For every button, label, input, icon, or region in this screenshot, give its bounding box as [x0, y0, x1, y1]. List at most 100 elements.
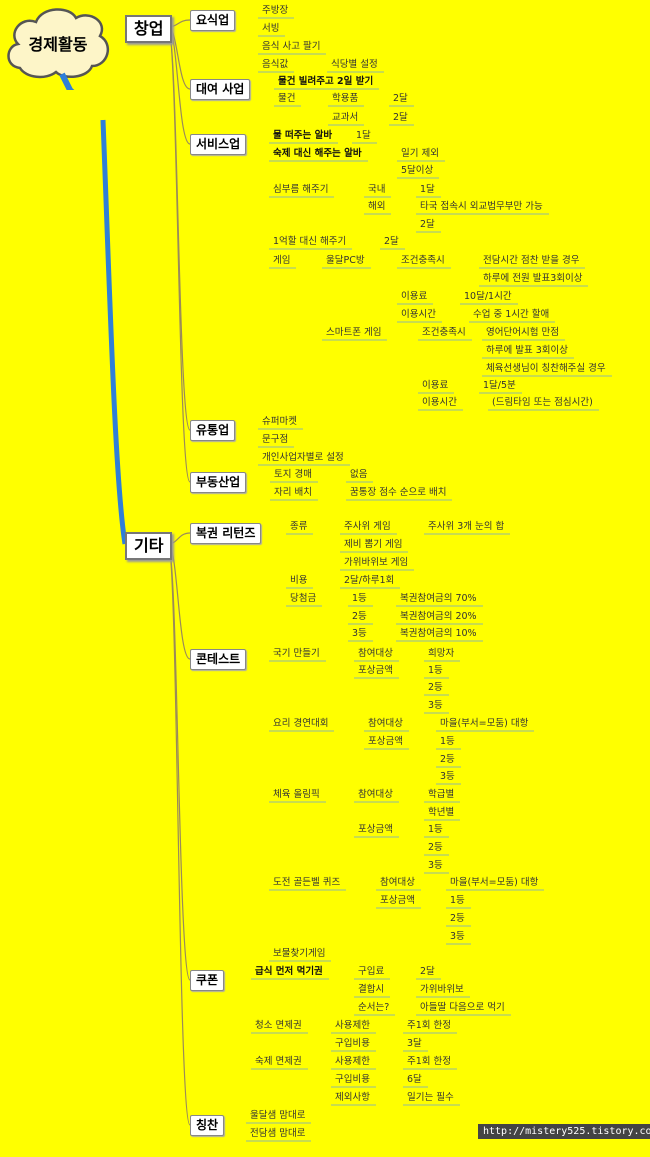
- subtopic-node[interactable]: 식당별 설정: [331, 59, 378, 70]
- subtopic-node[interactable]: 포상금액: [380, 895, 415, 906]
- subtopic-node[interactable]: 3등: [450, 931, 465, 942]
- subtopic-node[interactable]: 1달/5분: [483, 380, 516, 391]
- subtopic-node[interactable]: 울달샘 맘대로: [250, 1110, 306, 1121]
- subtopic-node[interactable]: 물건: [278, 93, 296, 104]
- subtopic-node[interactable]: 아들딸 다음으로 먹기: [420, 1002, 505, 1013]
- subtopic-node[interactable]: 희망자: [428, 648, 455, 659]
- subtopic-node[interactable]: 2등: [352, 611, 367, 622]
- subtopic-node[interactable]: 2달: [420, 219, 435, 230]
- subtopic-node[interactable]: 당첨금: [290, 593, 317, 604]
- subtopic-node[interactable]: 전담샘 맘대로: [250, 1128, 306, 1139]
- subtopic-node[interactable]: 참여대상: [358, 789, 393, 800]
- topic-node[interactable]: 복권 리턴즈: [190, 523, 262, 544]
- topic-node[interactable]: 부동산업: [190, 472, 247, 493]
- subtopic-node[interactable]: 2등: [440, 754, 455, 765]
- subtopic-node[interactable]: 하루에 전원 발표3회이상: [483, 273, 583, 284]
- subtopic-node[interactable]: 비용: [290, 575, 308, 586]
- subtopic-node[interactable]: 순서는?: [358, 1002, 390, 1013]
- subtopic-node[interactable]: 이용시간: [422, 397, 457, 408]
- subtopic-node[interactable]: 2등: [428, 682, 443, 693]
- subtopic-node[interactable]: 참여대상: [380, 877, 415, 888]
- subtopic-node[interactable]: 참여대상: [368, 718, 403, 729]
- subtopic-node[interactable]: 2달/하루1회: [344, 575, 395, 586]
- subtopic-node[interactable]: 게임: [273, 255, 291, 266]
- subtopic-node[interactable]: 심부름 해주기: [273, 184, 329, 195]
- subtopic-node[interactable]: 학년별: [428, 807, 455, 818]
- topic-node[interactable]: 요식업: [190, 10, 236, 31]
- subtopic-node[interactable]: 보물찾기게임: [273, 948, 326, 959]
- subtopic-node[interactable]: 주사위 3개 눈의 합: [428, 521, 505, 532]
- subtopic-node[interactable]: 일기 제외: [401, 148, 439, 159]
- subtopic-node[interactable]: 이용료: [422, 380, 449, 391]
- subtopic-node[interactable]: 1등: [450, 895, 465, 906]
- subtopic-node[interactable]: 주1회 한정: [407, 1020, 452, 1031]
- subtopic-node[interactable]: 가위바위보 게임: [344, 557, 409, 568]
- subtopic-node[interactable]: 마을(부서=모둠) 대항: [440, 718, 529, 729]
- subtopic-node[interactable]: 종류: [290, 521, 308, 532]
- subtopic-node[interactable]: 음식 사고 팔기: [262, 41, 321, 52]
- subtopic-node[interactable]: 1달: [420, 184, 435, 195]
- subtopic-node[interactable]: 포상금액: [358, 824, 393, 835]
- subtopic-node[interactable]: 주1회 한정: [407, 1056, 452, 1067]
- subtopic-node[interactable]: 사용제한: [335, 1056, 370, 1067]
- subtopic-node[interactable]: 수업 중 1시간 할애: [473, 309, 550, 320]
- subtopic-node[interactable]: 물 떠주는 알바: [273, 130, 333, 141]
- branch-etc[interactable]: 기타: [125, 532, 173, 560]
- topic-node[interactable]: 칭찬: [190, 1115, 225, 1136]
- subtopic-node[interactable]: 1등: [440, 736, 455, 747]
- subtopic-node[interactable]: 1억할 대신 해주기: [273, 236, 347, 247]
- subtopic-node[interactable]: 슈퍼마켓: [262, 416, 297, 427]
- subtopic-node[interactable]: 스마트폰 게임: [326, 327, 382, 338]
- subtopic-node[interactable]: 이용시간: [401, 309, 436, 320]
- subtopic-node[interactable]: 구입비용: [335, 1074, 370, 1085]
- subtopic-node[interactable]: 2등: [450, 913, 465, 924]
- subtopic-node[interactable]: 포상금액: [368, 736, 403, 747]
- subtopic-node[interactable]: 전담시간 점찬 받을 경우: [483, 255, 580, 266]
- subtopic-node[interactable]: 이용료: [401, 291, 428, 302]
- subtopic-node[interactable]: 영어단어시험 만점: [486, 327, 559, 338]
- subtopic-node[interactable]: 문구점: [262, 434, 289, 445]
- subtopic-node[interactable]: 해외: [368, 201, 386, 212]
- topic-node[interactable]: 대여 사업: [190, 79, 251, 100]
- subtopic-node[interactable]: 3등: [428, 700, 443, 711]
- subtopic-node[interactable]: 학용품: [332, 93, 359, 104]
- subtopic-node[interactable]: 숙제 대신 해주는 알바: [273, 148, 362, 159]
- subtopic-node[interactable]: 국내: [368, 184, 386, 195]
- subtopic-node[interactable]: 체육선생님이 칭찬해주실 경우: [486, 363, 606, 374]
- subtopic-node[interactable]: 체육 올림픽: [273, 789, 320, 800]
- branch-startup[interactable]: 창업: [125, 15, 173, 43]
- subtopic-node[interactable]: 복권참여금의 70%: [400, 593, 477, 604]
- subtopic-node[interactable]: 하루에 발표 3회이상: [486, 345, 569, 356]
- subtopic-node[interactable]: 1등: [352, 593, 367, 604]
- subtopic-node[interactable]: 타국 접속시 외교법무부만 가능: [420, 201, 543, 212]
- subtopic-node[interactable]: 복권참여금의 10%: [400, 628, 477, 639]
- subtopic-node[interactable]: 꿈통장 점수 순으로 배치: [350, 487, 447, 498]
- topic-node[interactable]: 콘테스트: [190, 649, 247, 670]
- subtopic-node[interactable]: 교과서: [332, 112, 359, 123]
- subtopic-node[interactable]: 주방장: [262, 5, 289, 16]
- subtopic-node[interactable]: 구입료: [358, 966, 385, 977]
- subtopic-node[interactable]: (드림타임 또는 점심시간): [492, 397, 593, 408]
- subtopic-node[interactable]: 3달: [407, 1038, 422, 1049]
- subtopic-node[interactable]: 복권참여금의 20%: [400, 611, 477, 622]
- subtopic-node[interactable]: 1등: [428, 665, 443, 676]
- subtopic-node[interactable]: 학급별: [428, 789, 455, 800]
- subtopic-node[interactable]: 사용제한: [335, 1020, 370, 1031]
- subtopic-node[interactable]: 서빙: [262, 23, 280, 34]
- subtopic-node[interactable]: 2등: [428, 842, 443, 853]
- subtopic-node[interactable]: 자리 배치: [274, 487, 312, 498]
- subtopic-node[interactable]: 참여대상: [358, 648, 393, 659]
- subtopic-node[interactable]: 포상금액: [358, 665, 393, 676]
- subtopic-node[interactable]: 조건충족시: [422, 327, 466, 338]
- subtopic-node[interactable]: 2달: [384, 236, 399, 247]
- subtopic-node[interactable]: 2달: [393, 93, 408, 104]
- subtopic-node[interactable]: 물건 빌려주고 2일 받기: [278, 76, 374, 87]
- subtopic-node[interactable]: 6달: [407, 1074, 422, 1085]
- subtopic-node[interactable]: 가위바위보: [420, 984, 464, 995]
- subtopic-node[interactable]: 조건충족시: [401, 255, 445, 266]
- subtopic-node[interactable]: 1달: [356, 130, 371, 141]
- subtopic-node[interactable]: 결합시: [358, 984, 385, 995]
- subtopic-node[interactable]: 개인사업자별로 설정: [262, 452, 344, 463]
- subtopic-node[interactable]: 주사위 게임: [344, 521, 391, 532]
- subtopic-node[interactable]: 급식 먼저 먹기권: [255, 966, 323, 977]
